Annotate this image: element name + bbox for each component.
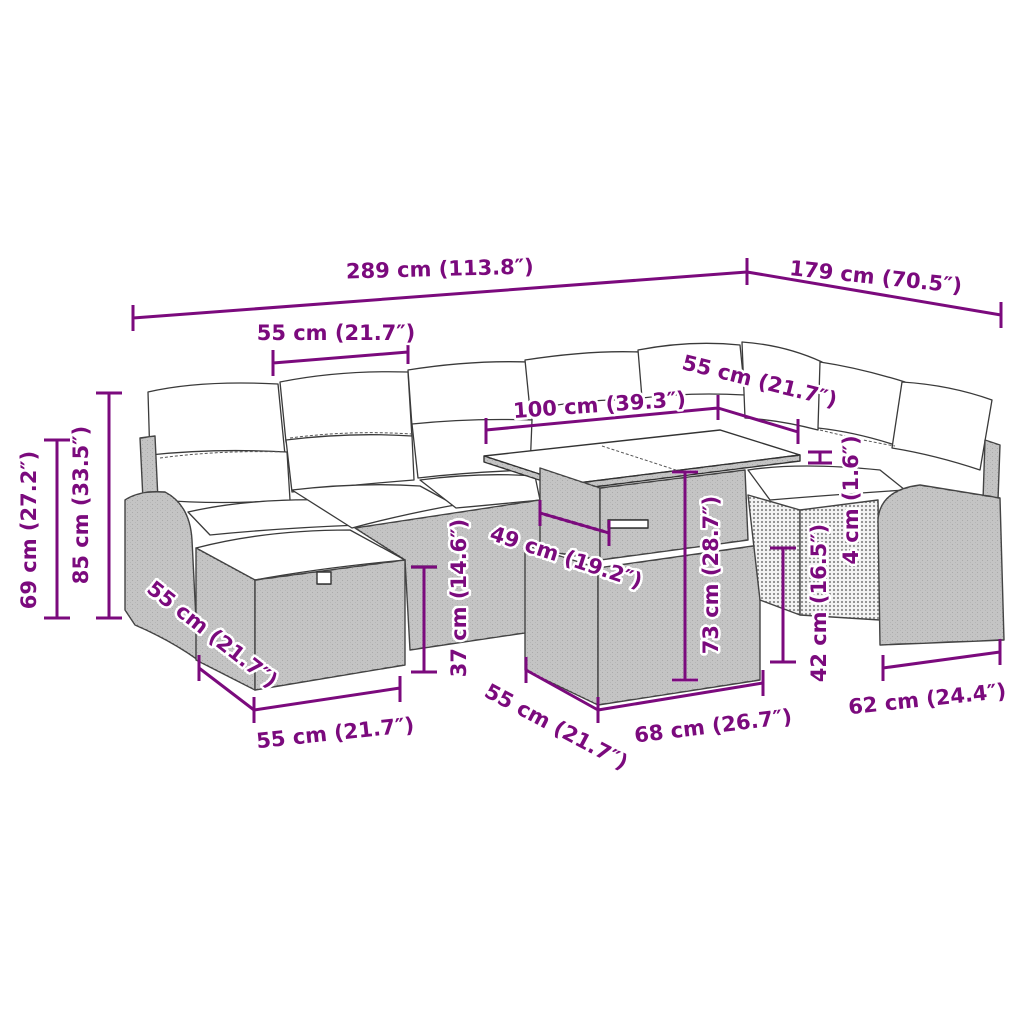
left-armrest <box>124 490 199 661</box>
right-corner-sofa <box>747 439 1005 646</box>
label-table-base-width: 68 cm (26.7″) <box>633 704 793 747</box>
table-base-width-line <box>597 670 765 712</box>
overall-height-line <box>96 391 122 620</box>
footstool <box>195 529 406 691</box>
label-seat-height-back: 69 cm (27.2″) <box>17 451 41 610</box>
left-back-post <box>139 435 159 501</box>
label-footstool-height: 37 cm (14.6″) <box>447 519 471 678</box>
seat-height-line <box>770 546 796 664</box>
label-total-depth: 179 cm (70.5″) <box>788 256 963 298</box>
label-footstool-width: 55 cm (21.7″) <box>255 713 415 753</box>
footstool-width-line <box>253 676 402 712</box>
sofa-base-front <box>354 499 546 651</box>
label-seat-height: 42 cm (16.5″) <box>807 524 831 683</box>
label-table-top-thickness: 4 cm (1.6″) <box>839 435 863 564</box>
total-width-line <box>131 258 749 331</box>
total-depth-line <box>746 270 1003 328</box>
table-height-line <box>672 470 698 682</box>
center-seat-cushion <box>291 484 456 529</box>
table-depth-line <box>717 406 800 444</box>
table-width-line <box>484 395 720 444</box>
dimension-lines <box>44 258 1003 723</box>
label-armchair-depth: 62 cm (24.4″) <box>847 679 1007 719</box>
seat-height-back-line <box>44 438 70 620</box>
label-total-width: 289 cm (113.8″) <box>346 255 534 284</box>
back-cushions <box>147 341 993 504</box>
sofa-set-illustration <box>124 341 1005 706</box>
table-shelf-depth-line <box>538 500 611 546</box>
seat-module-width-line <box>271 340 410 376</box>
label-table-height: 73 cm (28.7″) <box>699 496 723 655</box>
armchair-depth-line <box>881 639 1002 681</box>
label-overall-height: 85 cm (33.5″) <box>69 426 93 585</box>
label-seat-module-width: 55 cm (21.7″) <box>257 321 416 345</box>
table-top-thickness-line <box>808 450 832 465</box>
center2-seat-cushion <box>419 474 541 509</box>
footstool-height-line <box>411 565 437 674</box>
